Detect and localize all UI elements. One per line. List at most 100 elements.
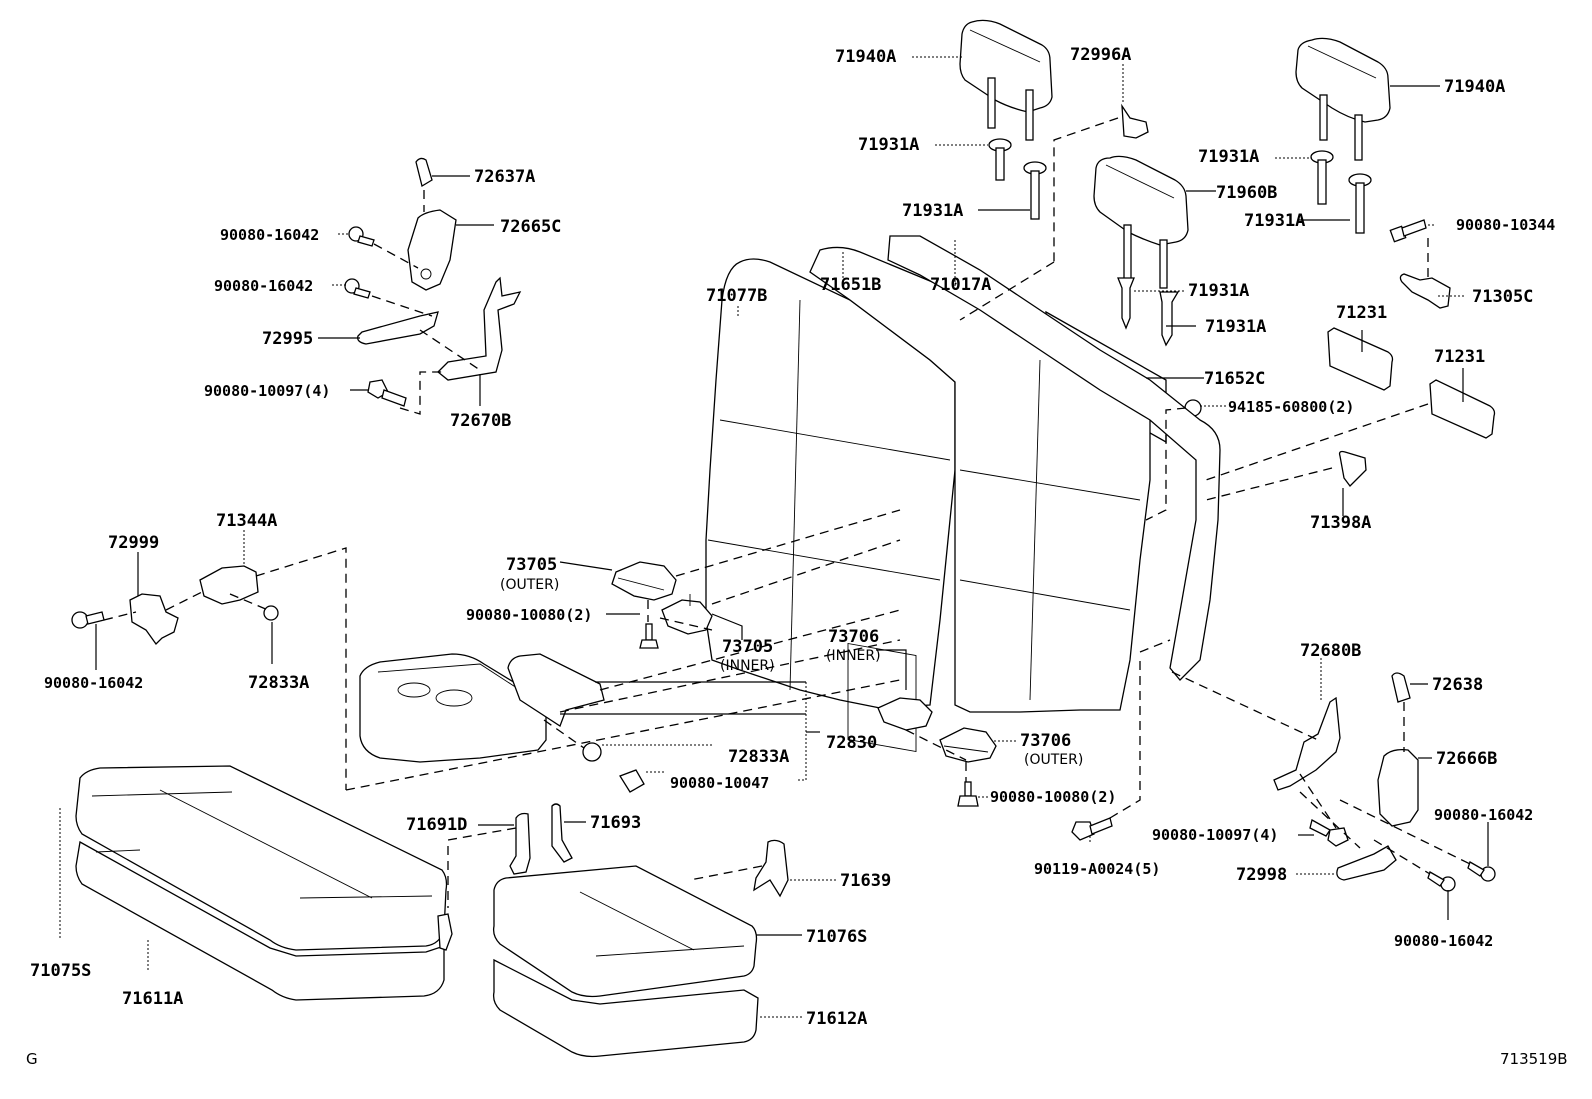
label-71940A-left[interactable]: 71940A bbox=[835, 47, 896, 67]
label-71651B[interactable]: 71651B bbox=[820, 275, 881, 295]
handle-72995 bbox=[357, 311, 439, 345]
cap-72833A-b bbox=[582, 742, 602, 762]
label-90080-10080-b[interactable]: 90080-10080(2) bbox=[990, 788, 1116, 806]
label-71398A[interactable]: 71398A bbox=[1310, 513, 1371, 533]
label-72670B[interactable]: 72670B bbox=[450, 411, 511, 431]
latch-73706-inner bbox=[877, 697, 933, 731]
screw-90080-16042-b bbox=[344, 278, 371, 299]
bolt-90080-10097-a bbox=[367, 379, 407, 407]
label-90080-10080-a[interactable]: 90080-10080(2) bbox=[466, 606, 592, 624]
seat-cushion-pad-71611A bbox=[75, 840, 445, 1001]
bracket-71305C bbox=[1399, 273, 1451, 309]
seat-cushion-71076S bbox=[492, 865, 758, 998]
label-90080-10047[interactable]: 90080-10047 bbox=[670, 774, 769, 792]
screw-90080-16042-e bbox=[1427, 871, 1456, 892]
label-71612A[interactable]: 71612A bbox=[806, 1009, 867, 1029]
cover-72665C bbox=[407, 209, 457, 291]
bolt-90080-10344 bbox=[1389, 219, 1427, 243]
label-90080-10097-b[interactable]: 90080-10097(4) bbox=[1152, 826, 1278, 844]
cover-71231-upper bbox=[1327, 327, 1394, 391]
label-71931A-1[interactable]: 71931A bbox=[858, 135, 919, 155]
label-71075S[interactable]: 71075S bbox=[30, 961, 91, 981]
bolt-90119-A0024 bbox=[1071, 817, 1113, 841]
latch-73706-outer bbox=[939, 727, 997, 763]
part-labels: 71940A 72996A 71931A 71931A 71940A 71931… bbox=[26, 45, 1568, 1068]
diagram-code-left: G bbox=[26, 1050, 38, 1068]
label-71017A[interactable]: 71017A bbox=[930, 275, 991, 295]
cover-71344A bbox=[199, 565, 259, 605]
label-71931A-4[interactable]: 71931A bbox=[1244, 211, 1305, 231]
seat-cushion-pad-71612A bbox=[492, 958, 759, 1058]
label-73706-outer[interactable]: 73706 bbox=[1020, 731, 1071, 751]
label-90080-10344[interactable]: 90080-10344 bbox=[1456, 216, 1555, 234]
headrest-left-71940A bbox=[959, 19, 1053, 141]
label-90080-10097-a[interactable]: 90080-10097(4) bbox=[204, 382, 330, 400]
cover-72666B bbox=[1377, 748, 1419, 827]
label-90080-16042-b[interactable]: 90080-16042 bbox=[214, 277, 313, 295]
label-90080-16042-e[interactable]: 90080-16042 bbox=[1394, 932, 1493, 950]
label-72999[interactable]: 72999 bbox=[108, 533, 159, 553]
seatback-frame-71017A bbox=[887, 235, 1221, 681]
label-72998[interactable]: 72998 bbox=[1236, 865, 1287, 885]
armrest-72830 bbox=[359, 653, 547, 763]
label-71931A-2[interactable]: 71931A bbox=[902, 201, 963, 221]
label-72996A[interactable]: 72996A bbox=[1070, 45, 1131, 65]
label-72833A-b[interactable]: 72833A bbox=[728, 747, 789, 767]
label-72638[interactable]: 72638 bbox=[1432, 675, 1483, 695]
label-71931A-6[interactable]: 71931A bbox=[1205, 317, 1266, 337]
assembly-dashed-lines bbox=[103, 117, 1471, 908]
label-71077B[interactable]: 71077B bbox=[706, 286, 767, 306]
label-72666B[interactable]: 72666B bbox=[1436, 749, 1497, 769]
label-71693[interactable]: 71693 bbox=[590, 813, 641, 833]
label-90080-16042-d[interactable]: 90080-16042 bbox=[1434, 806, 1533, 824]
label-71960B[interactable]: 71960B bbox=[1216, 183, 1277, 203]
seatback-assembly-71077B bbox=[705, 258, 956, 709]
diagram-code-right: 713519B bbox=[1500, 1050, 1568, 1068]
label-72995[interactable]: 72995 bbox=[262, 329, 313, 349]
label-71639[interactable]: 71639 bbox=[840, 871, 891, 891]
label-73705-inner-sub: (INNER) bbox=[720, 658, 775, 674]
label-71931A-3[interactable]: 71931A bbox=[1198, 147, 1259, 167]
label-72830[interactable]: 72830 bbox=[826, 733, 877, 753]
label-94185-60800[interactable]: 94185-60800(2) bbox=[1228, 398, 1354, 416]
handle-72998 bbox=[1336, 845, 1397, 881]
label-71691D[interactable]: 71691D bbox=[406, 815, 467, 835]
seat-cushion-71075S bbox=[75, 765, 448, 951]
headrest-center-71960B bbox=[1093, 155, 1189, 289]
bolt-90080-10047 bbox=[619, 769, 645, 793]
label-72680B[interactable]: 72680B bbox=[1300, 641, 1361, 661]
latch-73705-inner bbox=[661, 594, 713, 635]
bolt-90080-16042-c bbox=[71, 611, 105, 629]
label-71940A-right[interactable]: 71940A bbox=[1444, 77, 1505, 97]
label-90080-16042-c[interactable]: 90080-16042 bbox=[44, 674, 143, 692]
label-71076S[interactable]: 71076S bbox=[806, 927, 867, 947]
label-72637A[interactable]: 72637A bbox=[474, 167, 535, 187]
cover-71691D bbox=[509, 812, 531, 875]
label-90080-16042-a[interactable]: 90080-16042 bbox=[220, 226, 319, 244]
bolt-90080-10097-b bbox=[1309, 819, 1349, 847]
cover-71231-lower bbox=[1429, 379, 1496, 439]
hook-bracket bbox=[437, 913, 453, 951]
label-71931A-5[interactable]: 71931A bbox=[1188, 281, 1249, 301]
label-71344A[interactable]: 71344A bbox=[216, 511, 277, 531]
label-73706-inner[interactable]: 73706 bbox=[828, 627, 879, 647]
label-90119-A0024[interactable]: 90119-A0024(5) bbox=[1034, 860, 1160, 878]
label-71611A[interactable]: 71611A bbox=[122, 989, 183, 1009]
label-71231-2[interactable]: 71231 bbox=[1434, 347, 1485, 367]
cap-72638 bbox=[1391, 672, 1411, 703]
screw-90080-16042-d bbox=[1467, 861, 1496, 882]
label-73705-inner[interactable]: 73705 bbox=[722, 637, 773, 657]
label-73705-outer-sub: (OUTER) bbox=[500, 577, 559, 593]
label-71231-1[interactable]: 71231 bbox=[1336, 303, 1387, 323]
bracket-72996A bbox=[1121, 103, 1149, 139]
clip-71398A bbox=[1338, 450, 1367, 487]
cover-71639 bbox=[753, 839, 789, 898]
screw-90080-16042-a bbox=[348, 226, 375, 247]
label-72665C[interactable]: 72665C bbox=[500, 217, 561, 237]
label-73706-inner-sub: (INNER) bbox=[826, 648, 881, 664]
label-73705-outer[interactable]: 73705 bbox=[506, 555, 557, 575]
label-72833A-a[interactable]: 72833A bbox=[248, 673, 309, 693]
label-71305C[interactable]: 71305C bbox=[1472, 287, 1533, 307]
label-71652C[interactable]: 71652C bbox=[1204, 369, 1265, 389]
